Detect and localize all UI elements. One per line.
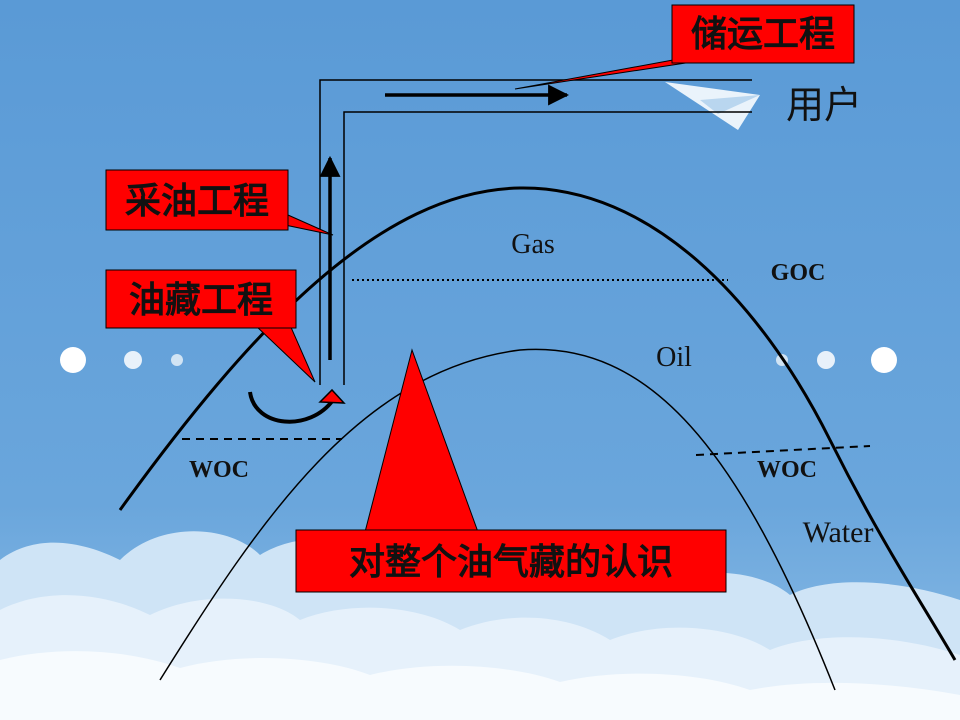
understanding-label: 对整个油气藏的认识 — [349, 542, 673, 583]
gas-label: Gas — [511, 229, 555, 260]
callout-reservoir: 油藏工程 — [105, 269, 316, 383]
pipeline — [319, 79, 752, 385]
water-label: Water — [803, 516, 874, 549]
production-label: 采油工程 — [125, 181, 269, 222]
woc-right-label: WOC — [757, 457, 817, 483]
oil-label: Oil — [656, 342, 692, 373]
woc-right-line — [695, 445, 871, 456]
woc-left-label: WOC — [189, 457, 249, 483]
storage-transport-label: 储运工程 — [691, 14, 835, 55]
reservoir-label: 油藏工程 — [129, 280, 273, 321]
user-label: 用户 — [786, 83, 862, 127]
oil-zone-curve — [159, 348, 836, 691]
goc-label: GOC — [771, 260, 826, 286]
callout-production: 采油工程 — [105, 169, 334, 236]
curved-flow-arrow — [248, 391, 335, 424]
callout-storage-transport: 储运工程 — [514, 4, 855, 90]
curved-flow-arrowhead — [318, 388, 346, 404]
paper-plane-icon — [665, 82, 760, 130]
callout-understanding: 对整个油气藏的认识 — [295, 348, 727, 593]
